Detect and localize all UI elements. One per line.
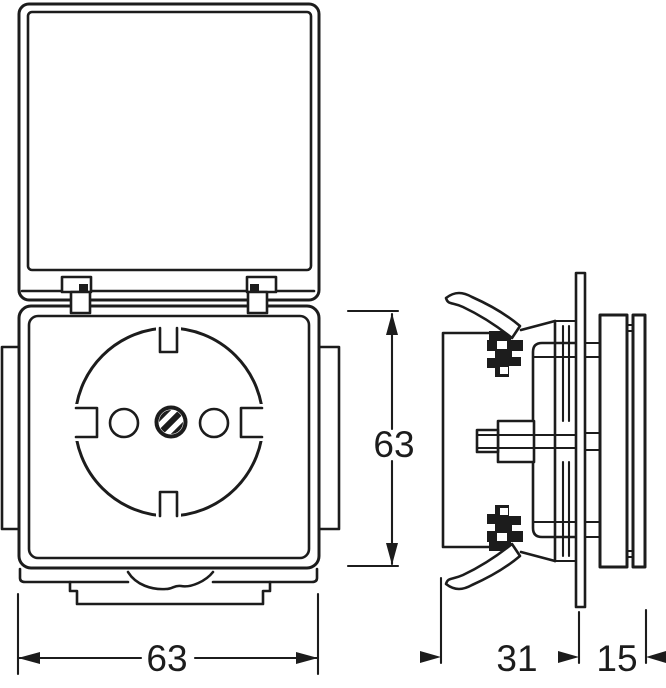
arrow-right-icon bbox=[296, 652, 318, 664]
pin-hole-right bbox=[198, 407, 230, 439]
front-width-value: 63 bbox=[146, 638, 187, 679]
hinged-lid-open bbox=[17, 2, 321, 302]
arrow-left-icon bbox=[18, 652, 40, 664]
hinge-clip-right bbox=[245, 275, 278, 315]
arrow-right-icon bbox=[558, 651, 579, 663]
frame-profile bbox=[598, 313, 629, 569]
extension-lines bbox=[439, 576, 648, 665]
earth-clip-notch-left bbox=[74, 406, 99, 439]
notch-top bbox=[158, 326, 179, 354]
lid-hooks bbox=[625, 323, 635, 559]
spring-claw-top bbox=[444, 291, 522, 340]
claw-bottom bbox=[444, 505, 523, 591]
notch-bottom bbox=[158, 490, 179, 518]
depth-front-value: 15 bbox=[596, 638, 637, 679]
through-lines bbox=[583, 341, 602, 539]
center-screw-icon bbox=[154, 405, 188, 439]
arrow-up-icon bbox=[386, 313, 398, 335]
claw-top bbox=[444, 291, 523, 377]
frame-outer-edge bbox=[17, 304, 321, 570]
claw-support-wall bbox=[519, 319, 578, 563]
mounting-plate bbox=[574, 271, 587, 609]
arrow-right-icon bbox=[420, 651, 441, 663]
hinge-clip-left bbox=[60, 275, 93, 315]
dimension-depths: 31 15 bbox=[420, 576, 666, 679]
frame-inner-edge bbox=[27, 314, 311, 560]
lid-profile-closed bbox=[631, 313, 647, 569]
dimension-front-width: 63 bbox=[16, 592, 320, 679]
socket-recess bbox=[69, 321, 269, 521]
side-view: 31 15 bbox=[420, 271, 666, 679]
extension-lines bbox=[346, 309, 400, 568]
hinge-clips bbox=[60, 275, 278, 315]
thumb-recess-arc bbox=[126, 570, 215, 591]
lid-outer-edge bbox=[17, 2, 321, 302]
lid-inner-panel bbox=[26, 10, 313, 272]
arrow-down-icon bbox=[386, 543, 398, 565]
side-tab-right bbox=[317, 345, 341, 531]
label-tab bbox=[68, 580, 272, 606]
dimension-front-height: 63 bbox=[346, 309, 415, 568]
center-screw-boss bbox=[475, 419, 578, 464]
depth-behind-value: 31 bbox=[496, 638, 537, 679]
side-tab-left bbox=[0, 345, 21, 531]
extension-lines bbox=[16, 592, 320, 676]
earth-clip-notch-right bbox=[239, 406, 264, 439]
bottom-skirt bbox=[18, 567, 319, 606]
spring-claw-bottom bbox=[444, 542, 522, 591]
front-height-value: 63 bbox=[373, 424, 414, 465]
cover-frame bbox=[0, 304, 341, 570]
skirt-right bbox=[211, 567, 319, 584]
front-view: 63 63 bbox=[0, 2, 415, 679]
insert-housing bbox=[441, 331, 492, 549]
pin-hole-left bbox=[108, 407, 140, 439]
skirt-left bbox=[18, 567, 130, 584]
arrow-left-icon bbox=[646, 651, 666, 663]
